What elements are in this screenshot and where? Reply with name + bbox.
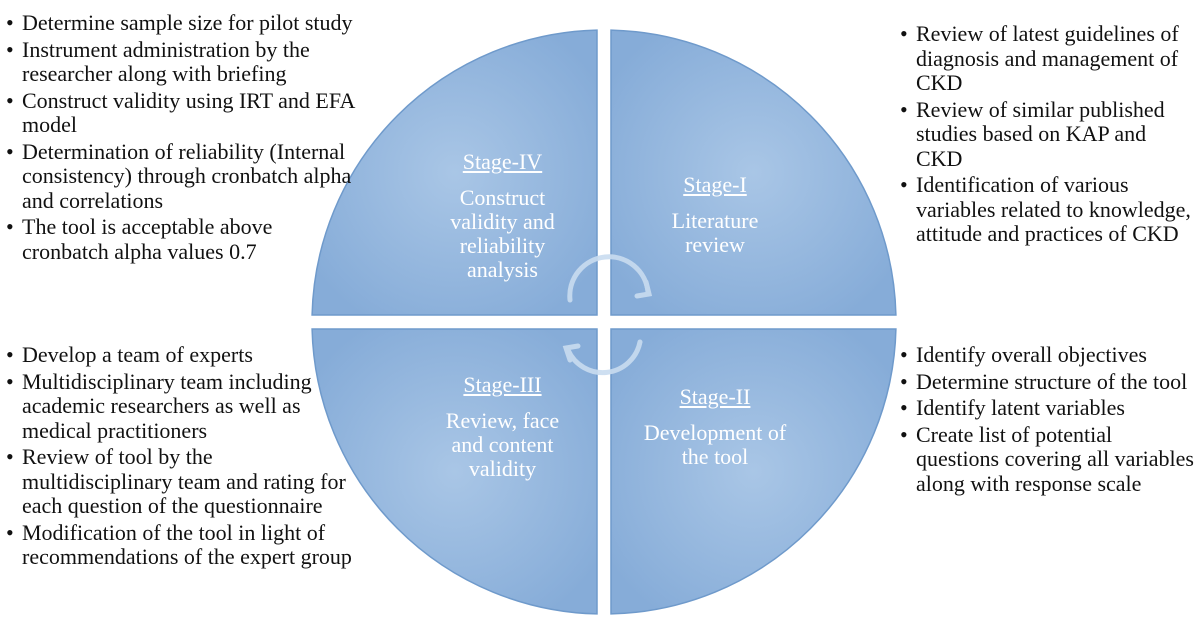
stage-iii-bullet-list: Develop a team of experts Multidisciplin…	[6, 342, 356, 572]
stage-ii-bullet-list: Identify overall objectives Determine st…	[900, 342, 1198, 498]
stage-ii-title: Stage-II	[679, 384, 751, 409]
bullet-item: Construct validity using IRT and EFA mod…	[6, 88, 356, 138]
bullet-item: Identify overall objectives	[900, 342, 1198, 368]
bullet-item: Review of tool by the multidisciplinary …	[6, 444, 356, 519]
stage-ii-description: Development of the tool	[643, 420, 787, 469]
stage-i-quadrant	[610, 29, 897, 316]
stage-ii-quadrant	[610, 328, 897, 615]
stage-iii-description: Review, face and content validity	[445, 408, 560, 481]
circular-arrows-icon	[562, 254, 653, 376]
bullet-item: Multidisciplinary team including academi…	[6, 369, 356, 444]
bullet-item: Identify latent variables	[900, 395, 1198, 421]
stage-ii-label: Stage-II Development of the tool	[625, 385, 805, 469]
bullet-item: Modification of the tool in light of rec…	[6, 520, 356, 570]
stage-iv-description: Construct validity and reliability analy…	[450, 185, 555, 282]
stage-iv-bullet-list: Determine sample size for pilot study In…	[6, 10, 356, 266]
stage-iii-title: Stage-III	[463, 372, 542, 397]
stage-iv-title: Stage-IV	[462, 149, 543, 174]
stage-iv-label: Stage-IV Construct validity and reliabil…	[420, 150, 585, 282]
bullet-item: Determination of reliability (Internal c…	[6, 139, 356, 214]
bullet-item: Instrument administration by the researc…	[6, 37, 356, 87]
bullet-item: Identification of various variables rela…	[900, 172, 1198, 247]
bullet-item: Create list of potential questions cover…	[900, 422, 1198, 497]
stage-i-label: Stage-I Literature review	[640, 173, 790, 257]
stage-i-description: Literature review	[671, 208, 759, 257]
bullet-item: Review of similar published studies base…	[900, 97, 1198, 172]
bullet-item: Determine sample size for pilot study	[6, 10, 356, 36]
stage-i-bullet-list: Review of latest guidelines of diagnosis…	[900, 21, 1198, 249]
bullet-item: The tool is acceptable above cronbatch a…	[6, 214, 356, 264]
bullet-item: Determine structure of the tool	[900, 369, 1198, 395]
stage-iii-label: Stage-III Review, face and content valid…	[420, 373, 585, 481]
stage-i-title: Stage-I	[683, 172, 747, 197]
bullet-item: Develop a team of experts	[6, 342, 356, 368]
bullet-item: Review of latest guidelines of diagnosis…	[900, 21, 1198, 96]
